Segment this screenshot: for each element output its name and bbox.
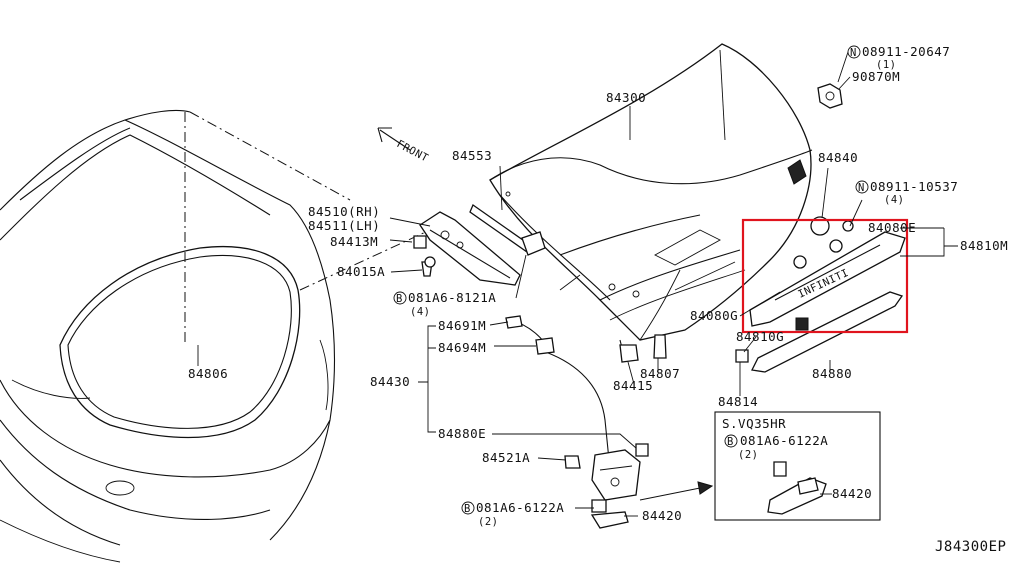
callout-08911-10537-qty: (4) (884, 194, 904, 206)
callout-84413m: 84413M (330, 234, 378, 249)
callout-081a6-8121a-qty: (4) (410, 306, 430, 318)
alignment-lines (184, 111, 431, 345)
nut-symbol: N (850, 47, 857, 59)
inset-labels: S.VQ35HR B 081A6-6122A (2) 84420 (722, 416, 872, 501)
diagram-id: J84300EP (935, 539, 1006, 555)
trunk-lock-assembly (505, 315, 667, 529)
inset-arrow (639, 481, 714, 501)
callout-84510: 84510(RH) (308, 204, 380, 219)
trunk-hinge (413, 204, 546, 286)
callout-081a6-6122a-main-qty: (2) (478, 516, 498, 528)
callout-84015a: 84015A (337, 264, 385, 279)
callout-84521a: 84521A (482, 450, 530, 465)
callout-84694m: 84694M (438, 340, 486, 355)
callout-84880e: 84880E (438, 426, 486, 441)
front-direction-arrow (377, 127, 411, 151)
variant-inset (714, 411, 881, 521)
callout-081a6-8121a: B 081A6-8121A (4) (393, 290, 496, 318)
callout-08911-20647-label: 08911-20647 (862, 44, 950, 59)
inset-title: S.VQ35HR (722, 416, 786, 431)
inset-bolt-symbol: B (727, 436, 734, 448)
callout-84840: 84840 (818, 150, 858, 165)
callout-081a6-8121a-label: 081A6-8121A (408, 290, 496, 305)
callout-84415: 84415 (613, 378, 653, 393)
callout-84300: 84300 (606, 90, 646, 105)
inset-bolt-label: 081A6-6122A (740, 433, 828, 448)
bolt-symbol-main: B (464, 503, 471, 515)
callout-84814: 84814 (718, 394, 758, 409)
callout-84420-main: 84420 (642, 508, 682, 523)
callout-081a6-6122a-main-label: 081A6-6122A (476, 500, 564, 515)
callout-081a6-6122a-main: B 081A6-6122A (2) (461, 500, 564, 528)
callout-84553: 84553 (452, 148, 492, 163)
highlight-box (741, 218, 909, 334)
leader-lines (197, 51, 958, 517)
front-direction-label: FRONT (395, 138, 431, 165)
inset-bolt-qty: (2) (738, 449, 758, 461)
callout-84080e: 84080E (868, 220, 916, 235)
callout-84806: 84806 (188, 366, 228, 381)
callout-90870m: 90870M (852, 69, 900, 84)
callout-08911-10537: N 08911-10537 (4) (855, 179, 958, 206)
callout-84810m: 84810M (960, 238, 1008, 253)
trunk-lid (489, 43, 830, 341)
bolt-symbol: B (396, 293, 403, 305)
nut-symbol-2: N (858, 182, 865, 194)
callout-08911-20647: N 08911-20647 (1) (847, 44, 950, 71)
inset-part-label: 84420 (832, 486, 872, 501)
callout-84691m: 84691M (438, 318, 486, 333)
callout-08911-10537-label: 08911-10537 (870, 179, 958, 194)
car-rear-body (0, 109, 336, 563)
nut-90870m (817, 83, 843, 109)
callout-84807: 84807 (640, 366, 680, 381)
callout-labels: 84300 84553 84510(RH) 84511(LH) 84413M 8… (188, 44, 1008, 528)
callout-84080g: 84080G (690, 308, 738, 323)
callout-84880: 84880 (812, 366, 852, 381)
callout-84810g: 84810G (736, 329, 784, 344)
callout-84430: 84430 (370, 374, 410, 389)
callout-08911-20647-qty: (1) (876, 59, 896, 71)
callout-84511: 84511(LH) (308, 218, 380, 233)
